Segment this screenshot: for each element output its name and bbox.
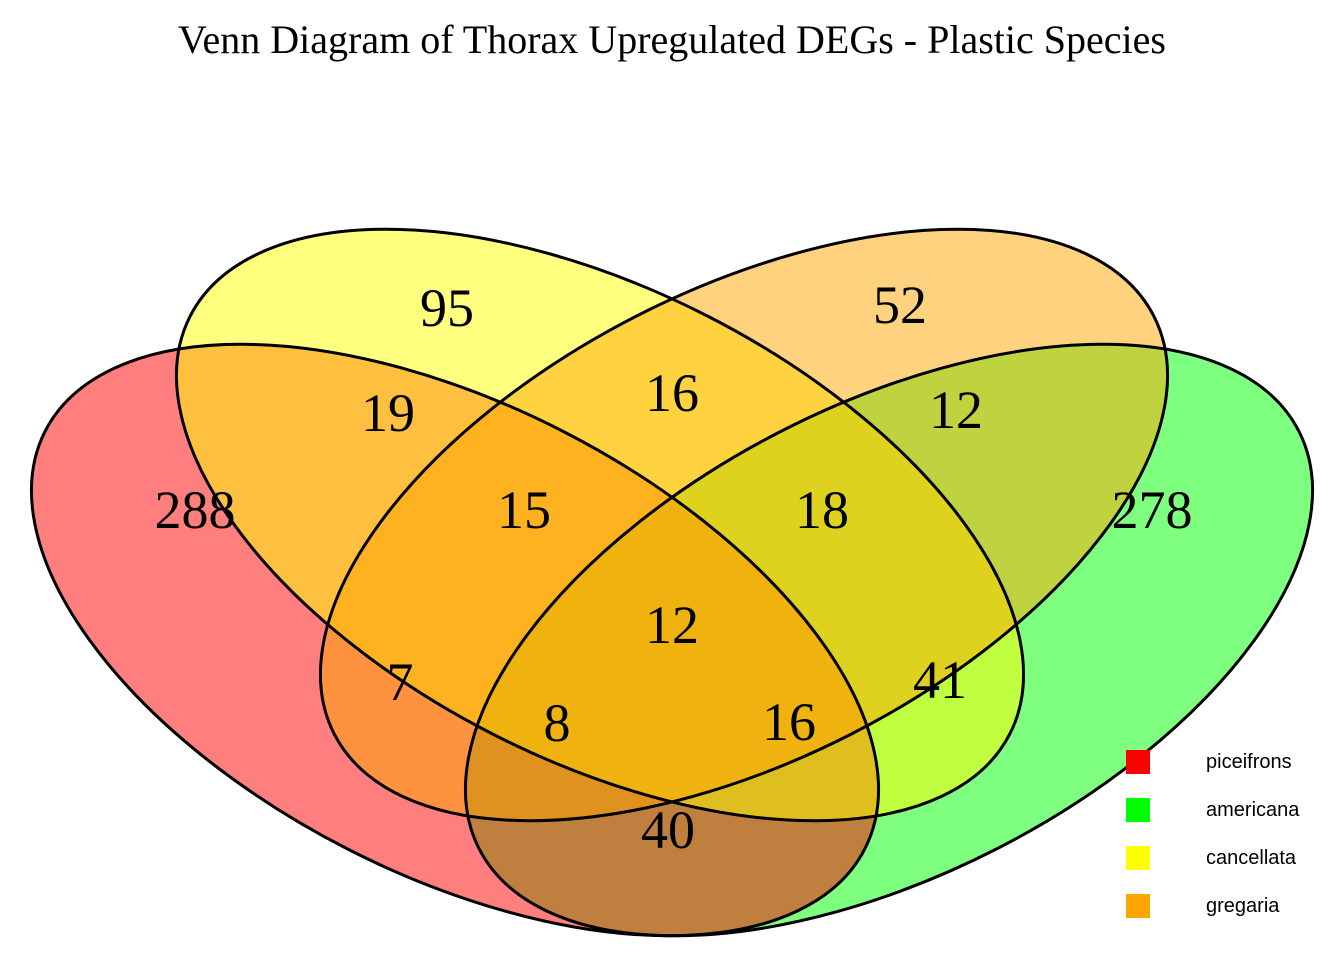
count-piceifrons-americana-cancellata: 16 xyxy=(762,692,816,752)
legend-item-cancellata: cancellata xyxy=(1126,846,1299,870)
legend: piceifrons americana cancellata gregaria xyxy=(1126,750,1299,942)
chart-title: Venn Diagram of Thorax Upregulated DEGs … xyxy=(178,17,1166,62)
count-piceifrons-americana-gregaria: 8 xyxy=(543,693,571,753)
cancellata-ellipse-outline xyxy=(174,227,1026,823)
piceifrons-swatch-icon xyxy=(1126,750,1150,774)
americana-ellipse-outline xyxy=(463,342,1315,938)
legend-label-cancellata: cancellata xyxy=(1206,846,1297,869)
count-piceifrons-cancellata-gregaria: 15 xyxy=(497,480,551,540)
gregaria-ellipse-fill xyxy=(320,229,1168,821)
count-all-four: 12 xyxy=(645,595,699,655)
legend-label-gregaria: gregaria xyxy=(1206,894,1280,917)
count-piceifrons-gregaria: 7 xyxy=(386,652,414,712)
count-piceifrons-cancellata: 19 xyxy=(361,383,415,443)
count-cancellata-gregaria: 16 xyxy=(645,363,699,423)
gregaria-swatch-icon xyxy=(1126,894,1150,918)
venn-fills xyxy=(31,229,1313,936)
piceifrons-ellipse-outline xyxy=(29,342,881,938)
legend-label-piceifrons: piceifrons xyxy=(1206,750,1292,773)
count-gregaria-only: 52 xyxy=(873,275,927,335)
americana-swatch-icon xyxy=(1126,798,1150,822)
count-piceifrons-americana: 40 xyxy=(641,800,695,860)
legend-item-americana: americana xyxy=(1126,798,1299,822)
legend-item-piceifrons: piceifrons xyxy=(1126,750,1299,774)
legend-item-gregaria: gregaria xyxy=(1126,894,1299,918)
count-americana-cancellata-gregaria: 18 xyxy=(795,480,849,540)
count-americana-only: 278 xyxy=(1111,480,1193,540)
cancellata-swatch-icon xyxy=(1126,846,1150,870)
count-americana-cancellata: 41 xyxy=(913,650,967,710)
count-piceifrons-only: 288 xyxy=(154,480,236,540)
venn-outlines xyxy=(29,227,1315,938)
count-americana-gregaria: 12 xyxy=(929,380,983,440)
count-cancellata-only: 95 xyxy=(420,278,474,338)
gregaria-ellipse-outline xyxy=(318,227,1170,823)
legend-label-americana: americana xyxy=(1206,798,1300,821)
